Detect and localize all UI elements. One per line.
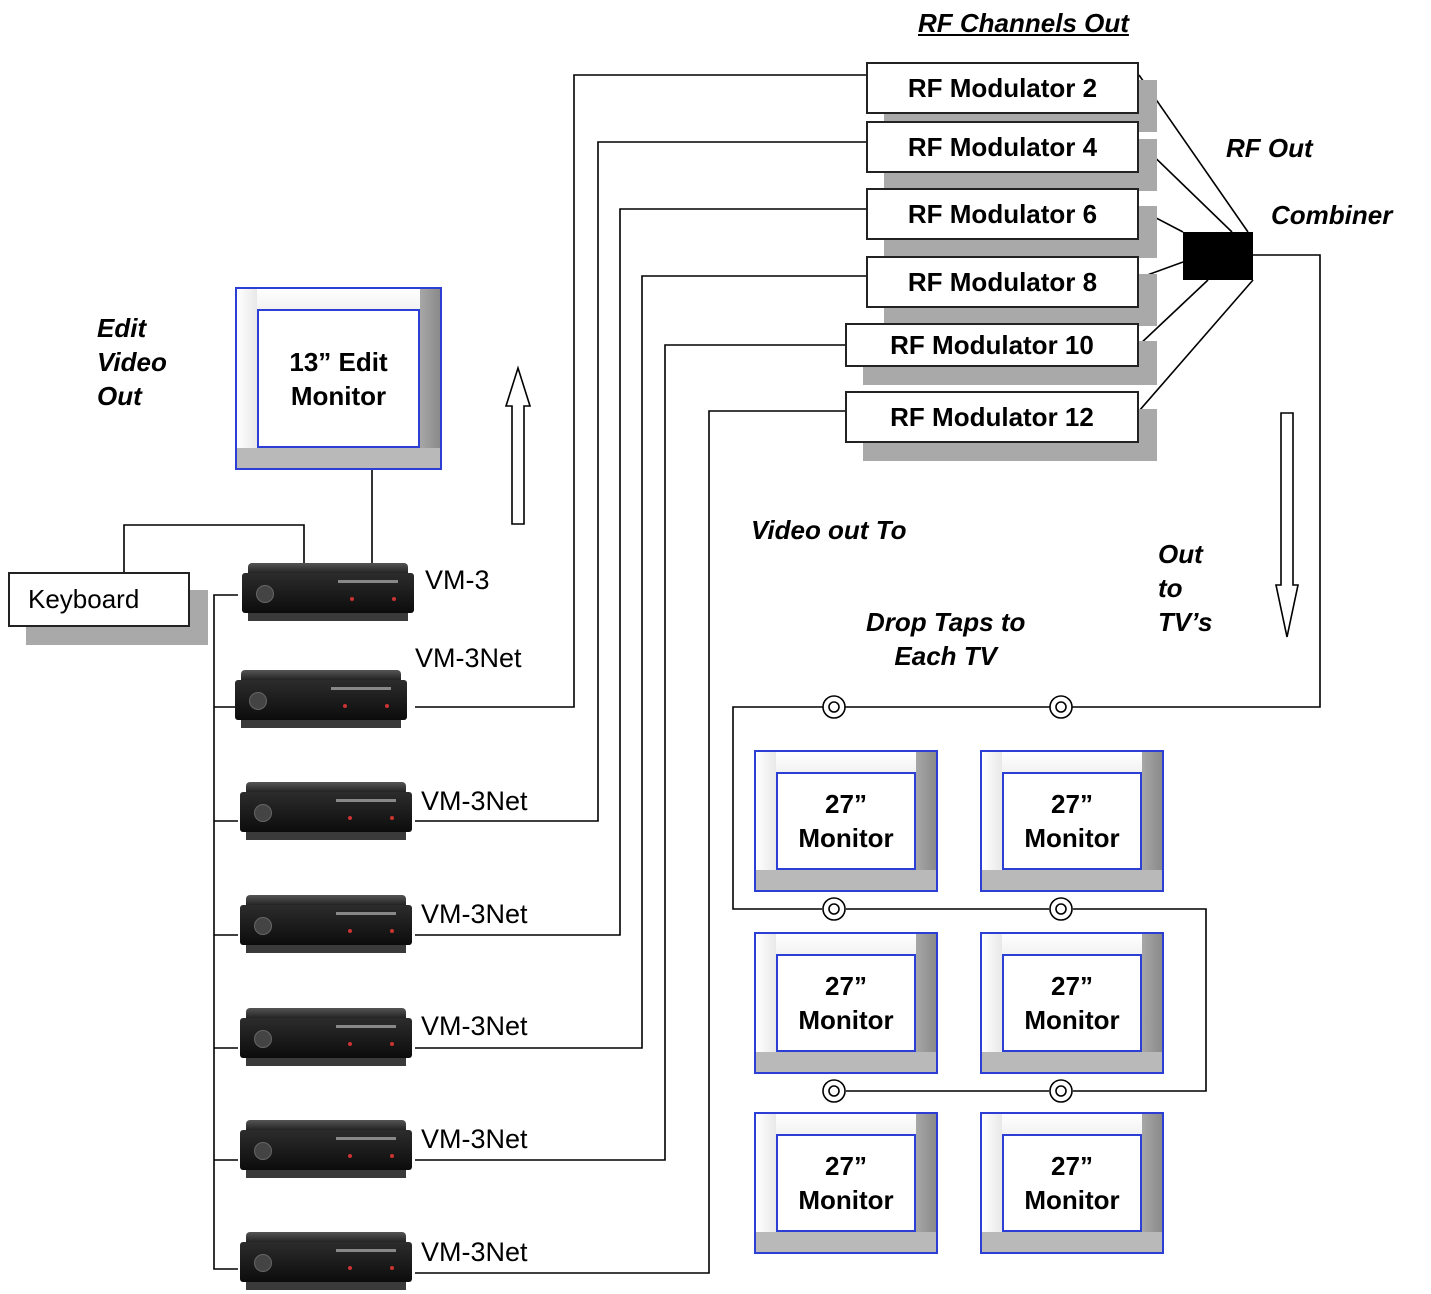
vm-unit-3-label: VM-3Net (421, 786, 528, 816)
edit-video-out-label: Edit Video Out (97, 313, 167, 411)
tv-monitor-1: 27”Monitor (754, 750, 938, 892)
edit-monitor-label-line2: Monitor (290, 380, 387, 411)
vm-unit-5 (240, 1008, 412, 1066)
rf-combiner (1183, 232, 1253, 280)
edit-monitor-screen: 13” Edit Monitor (257, 309, 420, 448)
down-arrow-icon (1275, 412, 1299, 638)
diagram-title: RF Channels Out (918, 8, 1129, 38)
vm-unit-4-label: VM-3Net (421, 899, 528, 929)
vm-unit-7 (240, 1232, 412, 1290)
vm-unit-4 (240, 895, 412, 953)
rf-modulator-8: RF Modulator 8 (866, 256, 1157, 326)
rf-modulator-8-label: RF Modulator 8 (866, 256, 1139, 308)
rf-modulator-2-label: RF Modulator 2 (866, 62, 1139, 114)
keyboard-box: Keyboard (8, 572, 208, 645)
tv-monitor-5: 27”Monitor (754, 1112, 938, 1254)
vm-unit-3 (240, 782, 412, 840)
vm-unit-1 (242, 563, 414, 621)
combiner-label: Combiner (1271, 200, 1393, 230)
rf-modulator-12-label: RF Modulator 12 (845, 391, 1139, 443)
rf-modulator-4: RF Modulator 4 (866, 121, 1157, 191)
rf-modulator-12: RF Modulator 12 (845, 391, 1157, 461)
vm-unit-1-label: VM-3 (425, 565, 490, 595)
vm-unit-6 (240, 1120, 412, 1178)
rf-modulator-4-label: RF Modulator 4 (866, 121, 1139, 173)
rf-out-label: RF Out (1226, 133, 1313, 163)
vm-unit-5-label: VM-3Net (421, 1011, 528, 1041)
rf-modulator-6-label: RF Modulator 6 (866, 188, 1139, 240)
vm-unit-6-label: VM-3Net (421, 1124, 528, 1154)
tv-monitor-4: 27”Monitor (980, 932, 1164, 1074)
video-out-to-label: Video out To (751, 515, 907, 545)
vm-unit-7-label: VM-3Net (421, 1237, 528, 1267)
drop-taps-label: Drop Taps to Each TV (866, 607, 1026, 671)
vm-unit-2 (235, 670, 407, 728)
edit-monitor-label-line1: 13” Edit (289, 346, 388, 377)
out-to-tvs-label: Out to TV’s (1158, 539, 1213, 637)
up-arrow-icon (504, 365, 532, 525)
rf-modulator-10-label: RF Modulator 10 (845, 323, 1139, 367)
rf-modulator-6: RF Modulator 6 (866, 188, 1157, 258)
vm-unit-2-label: VM-3Net (415, 643, 522, 673)
keyboard-label: Keyboard (8, 572, 190, 627)
tv-monitor-3: 27”Monitor (754, 932, 938, 1074)
rf-modulator-2: RF Modulator 2 (866, 62, 1157, 132)
tv-monitor-2: 27”Monitor (980, 750, 1164, 892)
rf-modulator-10: RF Modulator 10 (845, 323, 1157, 385)
tv-monitor-6: 27”Monitor (980, 1112, 1164, 1254)
edit-monitor: 13” Edit Monitor (235, 287, 442, 470)
